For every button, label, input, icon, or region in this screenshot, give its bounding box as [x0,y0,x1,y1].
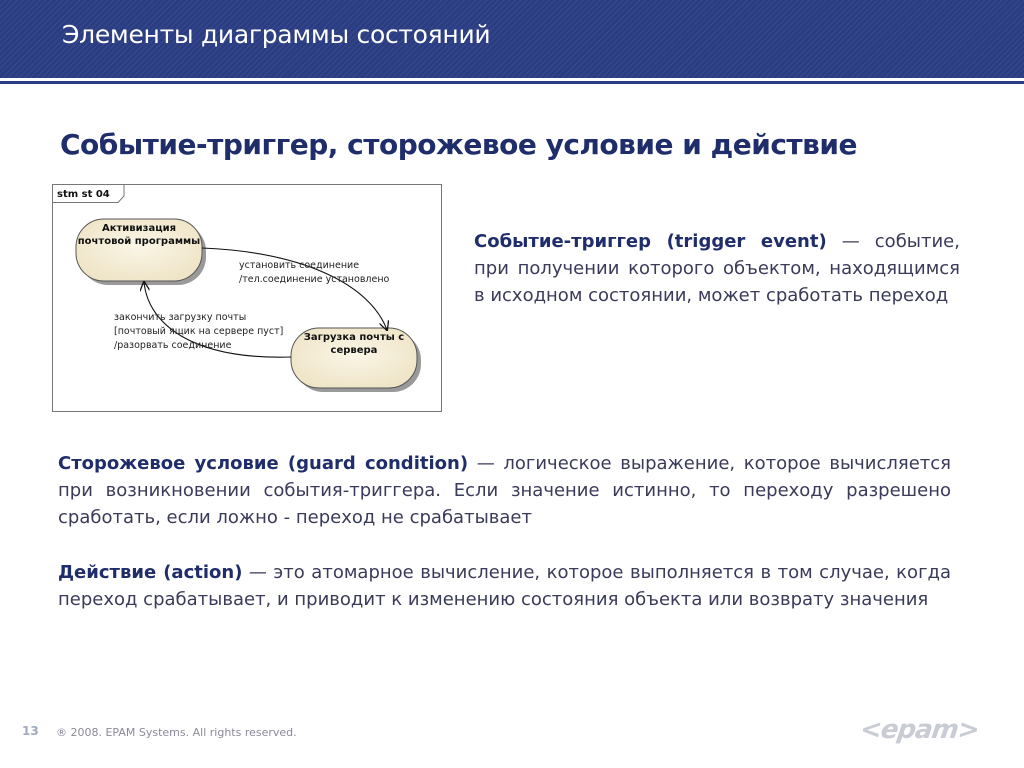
action-term: Действие (action) [58,562,243,583]
state2-label-line1: Загрузка почты с [304,332,405,343]
transition-connect [201,247,387,330]
header-title: Элементы диаграммы состояний [62,20,491,49]
trigger-definition: Событие-триггер (trigger event) — событи… [474,228,960,309]
frame-label-tab [52,184,125,203]
trigger-term: Событие-триггер (trigger event) [474,231,827,252]
action-text: — это атомарное вычисление, которое выпо… [58,562,951,610]
epam-logo-svg: <epam> [858,715,981,745]
transition-finish [144,282,292,358]
transition2-label-line2: [почтовый ящик на сервере пуст] [114,326,283,337]
transition2-label-line1: закончить загрузку почты [114,312,246,323]
trigger-text: — событие, при получении которого объект… [474,231,960,306]
transition1-label-line2: /тел.соединение установлено [239,274,390,285]
state1-label-line1: Активизация [102,223,176,234]
state2-label-line2: сервера [331,345,378,356]
page-number: 13 [22,724,39,738]
state-diagram: stm st 04 Активизация почтовой программы… [52,184,442,412]
state-diagram-svg: stm st 04 Активизация почтовой программы… [52,184,442,412]
transition1-label-line1: установить соединение [239,260,359,271]
guard-definition: Сторожевое условие (guard condition) — л… [58,450,951,531]
epam-logo: <epam> [858,712,981,752]
state-download [290,327,418,389]
logo-text: <epam> [858,715,978,745]
state-activation [75,218,203,282]
state1-label-line2: почтовой программы [78,236,200,247]
guard-term: Сторожевое условие (guard condition) [58,453,469,474]
header-bar: Элементы диаграммы состояний [0,0,1024,78]
frame-label: stm st 04 [57,189,110,200]
action-definition: Действие (action) — это атомарное вычисл… [58,559,951,613]
copyright: ® 2008. EPAM Systems. All rights reserve… [56,726,297,739]
transition2-label-line3: /разорвать соединение [114,340,232,351]
guard-text: — логическое выражение, которое вычисляе… [58,453,951,528]
slide-title: Событие-триггер, сторожевое условие и де… [60,128,857,161]
header-divider [0,81,1024,84]
